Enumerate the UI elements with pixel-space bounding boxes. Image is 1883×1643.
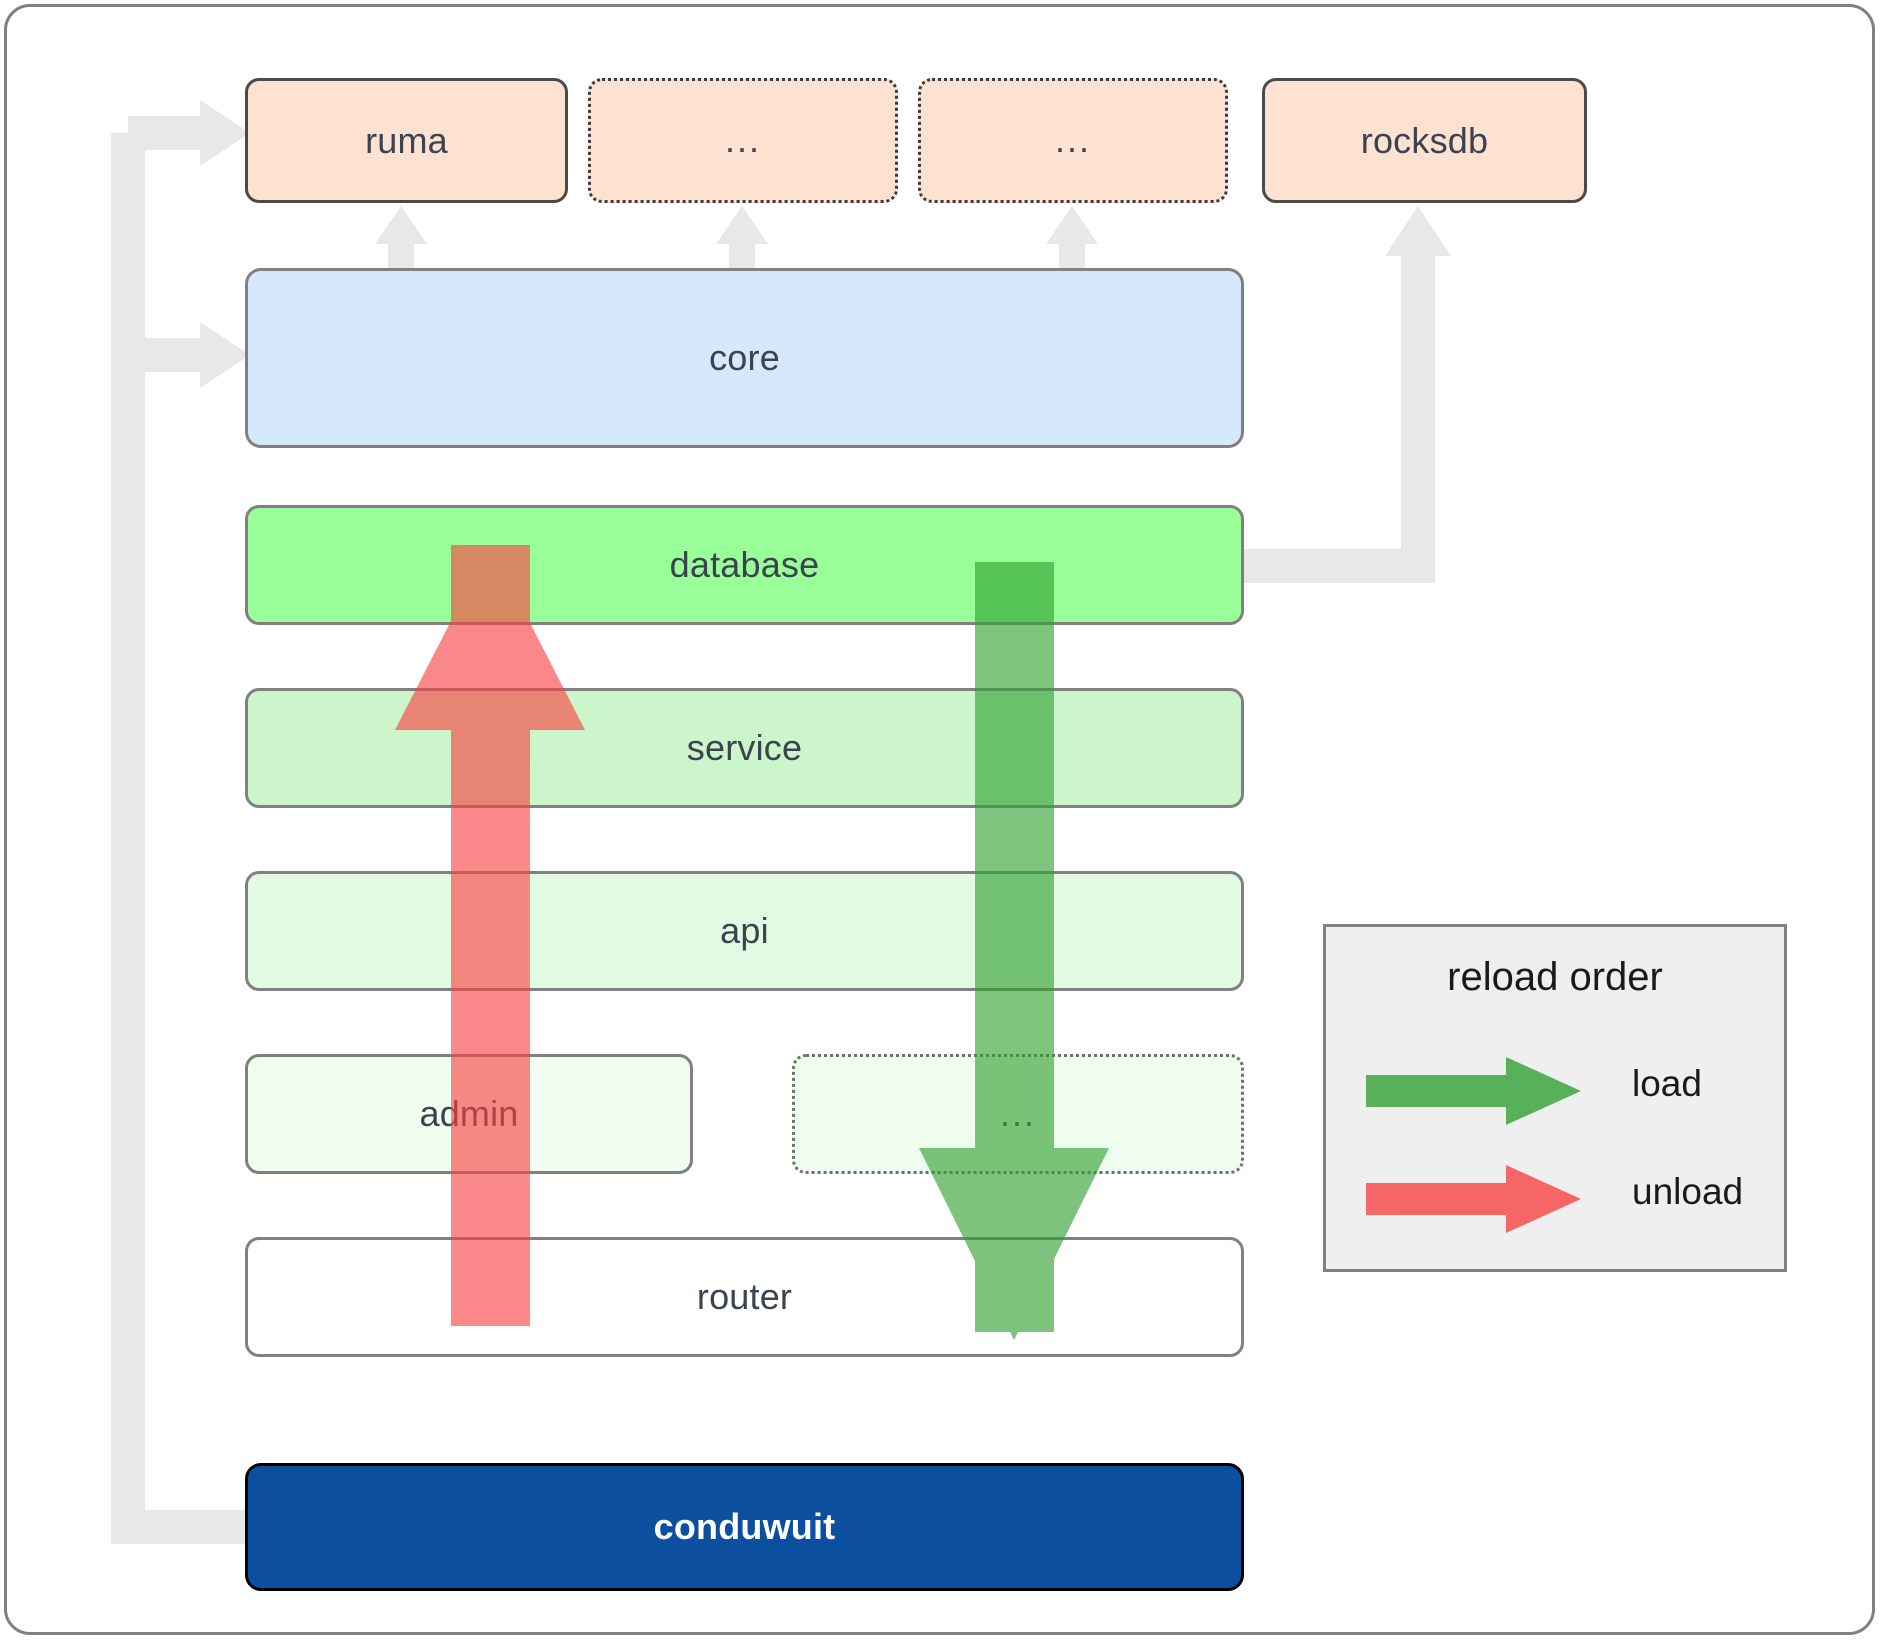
layer-database-label: database [669, 544, 820, 585]
layer-etc-3-label: ... [999, 1092, 1036, 1134]
package-ruma-label: ruma [365, 119, 448, 161]
package-rocksdb[interactable]: rocksdb [1262, 78, 1587, 203]
package-etc-1-label: ... [724, 119, 761, 161]
node-conduwuit[interactable]: conduwuit [245, 1463, 1244, 1591]
layer-core-label: core [709, 337, 780, 378]
package-ruma[interactable]: ruma [245, 78, 568, 203]
legend-load-arrow-icon [1366, 1057, 1581, 1125]
layer-router[interactable]: router [245, 1237, 1244, 1357]
layer-api-label: api [720, 910, 769, 951]
legend-row-unload: unload [1326, 1157, 1784, 1241]
package-etc-2[interactable]: ... [918, 78, 1228, 203]
legend-unload-arrow-icon [1366, 1165, 1581, 1233]
package-etc-2-label: ... [1054, 119, 1091, 161]
legend-reload-order: reload order load unload [1323, 924, 1787, 1272]
legend-unload-label: unload [1632, 1171, 1744, 1212]
layer-api[interactable]: api [245, 871, 1244, 991]
layer-service[interactable]: service [245, 688, 1244, 808]
package-rocksdb-label: rocksdb [1360, 119, 1489, 161]
layer-etc-3[interactable]: ... [792, 1054, 1244, 1174]
layer-router-label: router [696, 1276, 793, 1317]
node-conduwuit-label: conduwuit [653, 1506, 836, 1547]
layer-service-label: service [686, 727, 803, 768]
layer-admin[interactable]: admin [245, 1054, 693, 1174]
layer-core[interactable]: core [245, 268, 1244, 448]
layer-database[interactable]: database [245, 505, 1244, 625]
layer-admin-label: admin [419, 1093, 519, 1134]
diagram-frame [4, 4, 1875, 1635]
legend-load-label: load [1632, 1063, 1702, 1104]
legend-title: reload order [1447, 955, 1663, 999]
legend-row-load: load [1326, 1049, 1784, 1133]
package-etc-1[interactable]: ... [588, 78, 898, 203]
